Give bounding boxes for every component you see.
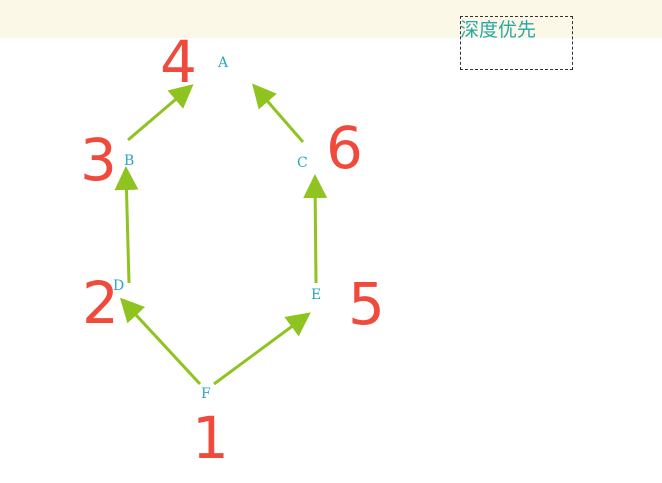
edge-d-b [114, 166, 139, 284]
node-f-label: F [201, 386, 211, 402]
order-number-c: 6 [326, 114, 363, 182]
order-number-f: 1 [192, 404, 229, 472]
edge-f-d [119, 297, 202, 386]
top-band [0, 0, 662, 38]
node-a-label: A [217, 55, 229, 71]
visit-order-numbers: 4 3 6 2 5 1 [80, 28, 385, 472]
order-number-a: 4 [160, 28, 197, 96]
node-e-label: E [311, 287, 321, 303]
edges [114, 83, 328, 386]
edge-e-c [303, 174, 328, 284]
node-c-label: C [297, 155, 308, 171]
order-number-b: 3 [80, 126, 117, 194]
edge-f-e [213, 312, 311, 386]
order-number-e: 5 [348, 270, 385, 338]
edge-b-a [127, 84, 194, 142]
nodes: A B C D E F [113, 55, 321, 402]
node-d-label: D [113, 278, 124, 294]
edge-c-a [252, 83, 305, 143]
diagram-title: 深度优先 [460, 19, 537, 41]
title-box [460, 16, 573, 70]
order-number-d: 2 [82, 269, 119, 337]
node-b-label: B [124, 153, 134, 169]
